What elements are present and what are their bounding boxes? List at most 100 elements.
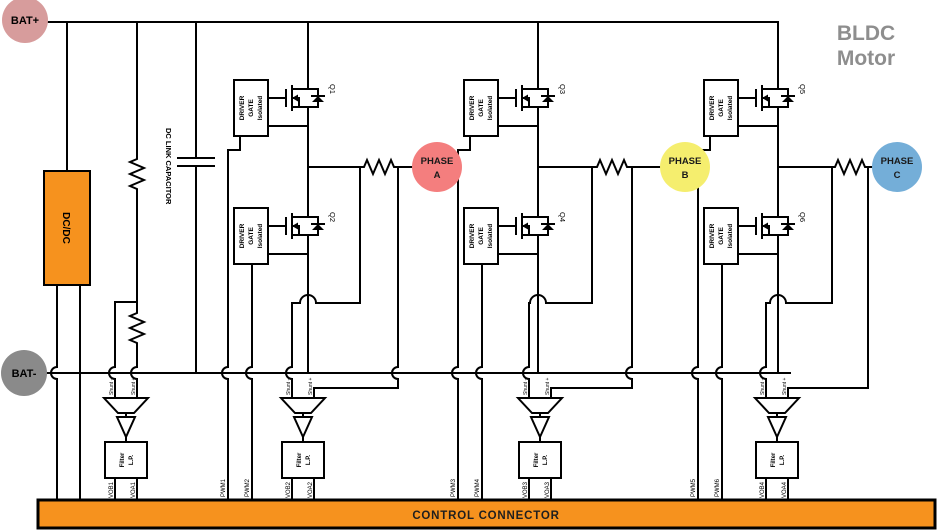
isolated-gate-driver-box <box>463 207 499 265</box>
lp-filter-box <box>104 441 148 479</box>
sense-tap-wire <box>550 387 633 399</box>
lp-filter-label: L.P. <box>129 455 135 466</box>
shunt-plus-label: Shunt + <box>131 378 137 395</box>
control-connector-label: CONTROL CONNECTOR <box>412 510 559 522</box>
op-amp <box>766 416 788 440</box>
sense-tap-wire <box>291 294 361 304</box>
op-amp <box>529 416 551 440</box>
vob-pin-label: VOB1 <box>109 481 115 498</box>
shunt-plus-label: Shunt + <box>782 378 788 395</box>
gate-driver-label: DRIVER <box>469 95 476 120</box>
gate-driver-label: DRIVER <box>709 95 716 120</box>
phase-c-label: C <box>894 170 901 181</box>
shunt-minus-label: Shunt - <box>523 379 529 395</box>
mosfet-label: Q2 <box>328 212 337 222</box>
gate-driver-label: Isolated <box>727 96 734 121</box>
dc-link-shunt-resistor <box>127 309 147 346</box>
isolated-gate-driver-box <box>703 207 739 265</box>
dcdc-label: DC/DC <box>60 212 71 244</box>
pwm-wire <box>691 135 711 501</box>
driver-connection-wire <box>267 97 309 255</box>
dc-link-capacitor <box>177 157 215 167</box>
sense-tap-wire <box>522 302 530 399</box>
shunt-plus-label: Shunt + <box>545 378 551 395</box>
bat-plus-label: BAT+ <box>11 15 39 27</box>
pwm-pin-label: PWM5 <box>691 478 697 497</box>
sense-tap-wire <box>765 294 833 304</box>
body-diode-icon <box>312 96 324 102</box>
pwm-wire <box>715 263 723 501</box>
phase-a-label: A <box>434 170 441 181</box>
diff-amp <box>101 397 151 414</box>
mosfet-label: Q4 <box>558 212 567 222</box>
dcdc-output-wire <box>50 284 58 501</box>
gate-driver-label: DRIVER <box>469 223 476 248</box>
mosfet-label: Q5 <box>798 84 807 94</box>
pwm-wire <box>451 135 471 501</box>
sense-tap-wire <box>285 302 293 399</box>
mosfet-body-arrow-icon <box>292 222 298 230</box>
gate-driver-label: GATE <box>718 99 725 117</box>
mosfet-label: Q1 <box>328 84 337 94</box>
sense-tap-wire <box>391 166 399 389</box>
voa-pin-label: VOA2 <box>308 481 314 498</box>
gate-driver-label: GATE <box>718 227 725 245</box>
bldc-motor-title: BLDC <box>837 22 895 45</box>
gate-driver-label: DRIVER <box>239 95 246 120</box>
phase-a-label: PHASE <box>421 156 454 167</box>
dc-link-bleeder-resistor <box>127 154 147 193</box>
voa-pin-label: VOA1 <box>131 481 137 498</box>
gate-driver-label: GATE <box>478 227 485 245</box>
sense-output-wire <box>291 477 315 501</box>
mosfet-label: Q6 <box>798 212 807 222</box>
gate-driver-label: Isolated <box>487 224 494 249</box>
op-amp <box>115 416 137 440</box>
gate-driver-label: DRIVER <box>239 223 246 248</box>
diff-amp <box>278 397 328 414</box>
vob-pin-label: VOB3 <box>523 481 529 498</box>
sense-output-wire <box>114 477 138 501</box>
dc-link-capacitor-label: DC LINK CAPACITOR <box>164 128 173 205</box>
isolated-gate-driver-box <box>233 207 269 265</box>
diff-amp <box>515 397 565 414</box>
sense-tap-wire <box>625 166 633 389</box>
gate-driver-label: Isolated <box>257 96 264 121</box>
body-diode-icon <box>782 96 794 102</box>
lp-filter-label: Filter <box>120 452 126 467</box>
lp-filter-label: L.P. <box>780 455 786 466</box>
dc-link-sense-wire <box>108 301 116 399</box>
sense-tap-wire <box>787 387 869 399</box>
pwm-wire <box>221 135 241 501</box>
gate-driver-label: Isolated <box>257 224 264 249</box>
bldc-motor-title: Motor <box>837 47 895 70</box>
phase-a-terminal <box>412 142 462 192</box>
mosfet-body-arrow-icon <box>762 94 768 102</box>
pwm-wire <box>475 263 483 501</box>
voa-pin-label: VOA3 <box>545 481 551 498</box>
gate-driver-label: DRIVER <box>709 223 716 248</box>
pwm-pin-label: PWM1 <box>221 478 227 497</box>
lp-filter-label: Filter <box>297 452 303 467</box>
lp-filter-box <box>518 441 562 479</box>
pwm-pin-label: PWM4 <box>475 478 481 497</box>
body-diode-icon <box>542 224 554 230</box>
shunt-plus-label: Shunt + <box>308 378 314 395</box>
phase-b-label: B <box>682 170 689 181</box>
vob-pin-label: VOB2 <box>286 481 292 498</box>
gate-driver-label: Isolated <box>487 96 494 121</box>
sense-tap-wire <box>313 387 399 399</box>
phase-shunt-resistor <box>359 157 399 177</box>
lp-filter-label: Filter <box>771 452 777 467</box>
sense-tap-wire <box>528 294 593 304</box>
gate-driver-label: Isolated <box>727 224 734 249</box>
lp-filter-label: L.P. <box>543 455 549 466</box>
op-amp <box>292 416 314 440</box>
sense-tap-wire <box>759 302 767 399</box>
gate-driver-label: GATE <box>248 99 255 117</box>
mosfet-body-arrow-icon <box>292 94 298 102</box>
pwm-wire <box>245 263 253 501</box>
bat-minus-label: BAT- <box>12 368 37 380</box>
body-diode-icon <box>312 224 324 230</box>
